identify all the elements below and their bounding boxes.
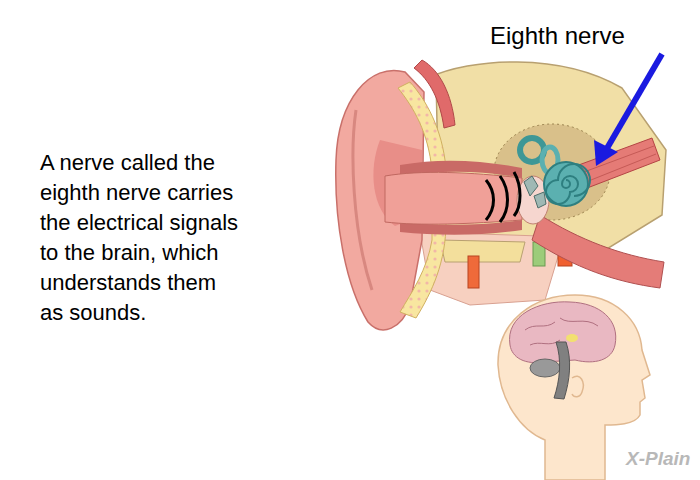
helix-fold (353, 110, 372, 290)
ossicle (524, 176, 538, 196)
body-text: A nerve called the eighth nerve carries … (40, 148, 243, 328)
eustachian-tube (532, 215, 664, 288)
arrow-head (594, 140, 618, 166)
bone-band (440, 240, 525, 262)
ossicle (534, 192, 546, 208)
pointer-arrow (606, 54, 662, 150)
watermark: X-Plain (626, 448, 696, 470)
head-ear (572, 376, 583, 397)
eardrum (514, 172, 520, 216)
eardrum (500, 176, 508, 222)
brain-folds (525, 318, 598, 345)
eardrum (486, 180, 494, 220)
brainstem (554, 342, 570, 399)
cochlea (544, 162, 588, 206)
nerve-fibres (584, 146, 656, 182)
cochlea-spiral (546, 164, 590, 204)
ear-canal (385, 172, 522, 224)
blood-vessel (468, 256, 479, 288)
part-label: Eighth nerve (490, 22, 640, 50)
cerebellum (530, 359, 560, 377)
thalamus (566, 334, 578, 342)
